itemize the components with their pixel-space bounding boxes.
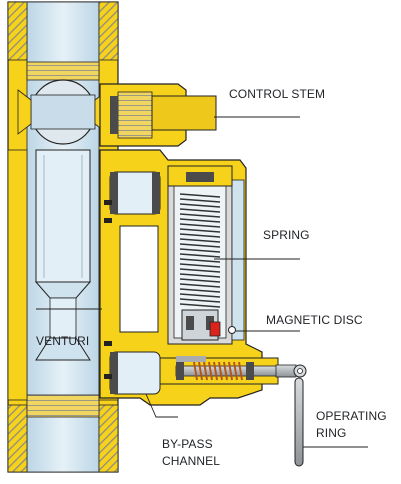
valve-spring-turn bbox=[233, 361, 238, 381]
magnetic-disc bbox=[209, 321, 221, 337]
spring-turn bbox=[179, 303, 221, 308]
operating-ring[interactable] bbox=[294, 377, 304, 467]
venturi-tube bbox=[34, 149, 103, 361]
label-operating-line1: OPERATING bbox=[316, 409, 387, 423]
valve-spring-turn bbox=[228, 361, 233, 381]
spring-turn bbox=[179, 193, 221, 198]
valve-spring-turn bbox=[218, 361, 223, 381]
label-spring: SPRING bbox=[263, 228, 310, 242]
label-bypass-line1: BY-PASS bbox=[162, 437, 213, 451]
label-bypass-line2: CHANNEL bbox=[162, 454, 221, 468]
spring-turn bbox=[179, 293, 221, 298]
spring-turn bbox=[179, 263, 221, 268]
spring-coil bbox=[179, 193, 221, 308]
spring-turn bbox=[179, 208, 221, 213]
operating-valve bbox=[159, 356, 307, 467]
spring-turn bbox=[179, 268, 221, 273]
spring-turn bbox=[179, 223, 221, 228]
spring-turn bbox=[179, 278, 221, 283]
valve-spring-turn bbox=[213, 361, 218, 381]
ball-valve bbox=[17, 79, 109, 145]
label-magnetic-disc: MAGNETIC DISC bbox=[266, 313, 363, 327]
valve-spring-turn bbox=[238, 361, 243, 381]
leader-bypass bbox=[145, 393, 178, 418]
label-venturi: VENTURI bbox=[36, 334, 90, 348]
spring-turn bbox=[179, 203, 221, 208]
spring-turn bbox=[179, 218, 221, 223]
spring-turn bbox=[179, 213, 221, 218]
magnetic-float bbox=[181, 309, 236, 341]
valve-spring-turn bbox=[223, 361, 228, 381]
leader-lines bbox=[40, 116, 368, 448]
spring-turn bbox=[179, 273, 221, 278]
spring-turn bbox=[179, 228, 221, 233]
spring-turn bbox=[179, 248, 221, 253]
spring-turn bbox=[179, 283, 221, 288]
label-control-stem: CONTROL STEM bbox=[229, 87, 326, 101]
spring-turn bbox=[179, 253, 221, 258]
valve-spring-turn bbox=[203, 361, 208, 381]
valve-spring-turn bbox=[208, 361, 213, 381]
spring-turn bbox=[179, 233, 221, 238]
spring-turn bbox=[179, 288, 221, 293]
spring-turn bbox=[179, 198, 221, 203]
spring-turn bbox=[179, 243, 221, 248]
spring-turn bbox=[179, 238, 221, 243]
valve-spring-turn bbox=[198, 361, 203, 381]
valve-spring-turn bbox=[193, 361, 198, 381]
spring-turn bbox=[179, 298, 221, 303]
label-operating-line2: RING bbox=[316, 426, 347, 440]
spring-turn bbox=[179, 258, 221, 263]
